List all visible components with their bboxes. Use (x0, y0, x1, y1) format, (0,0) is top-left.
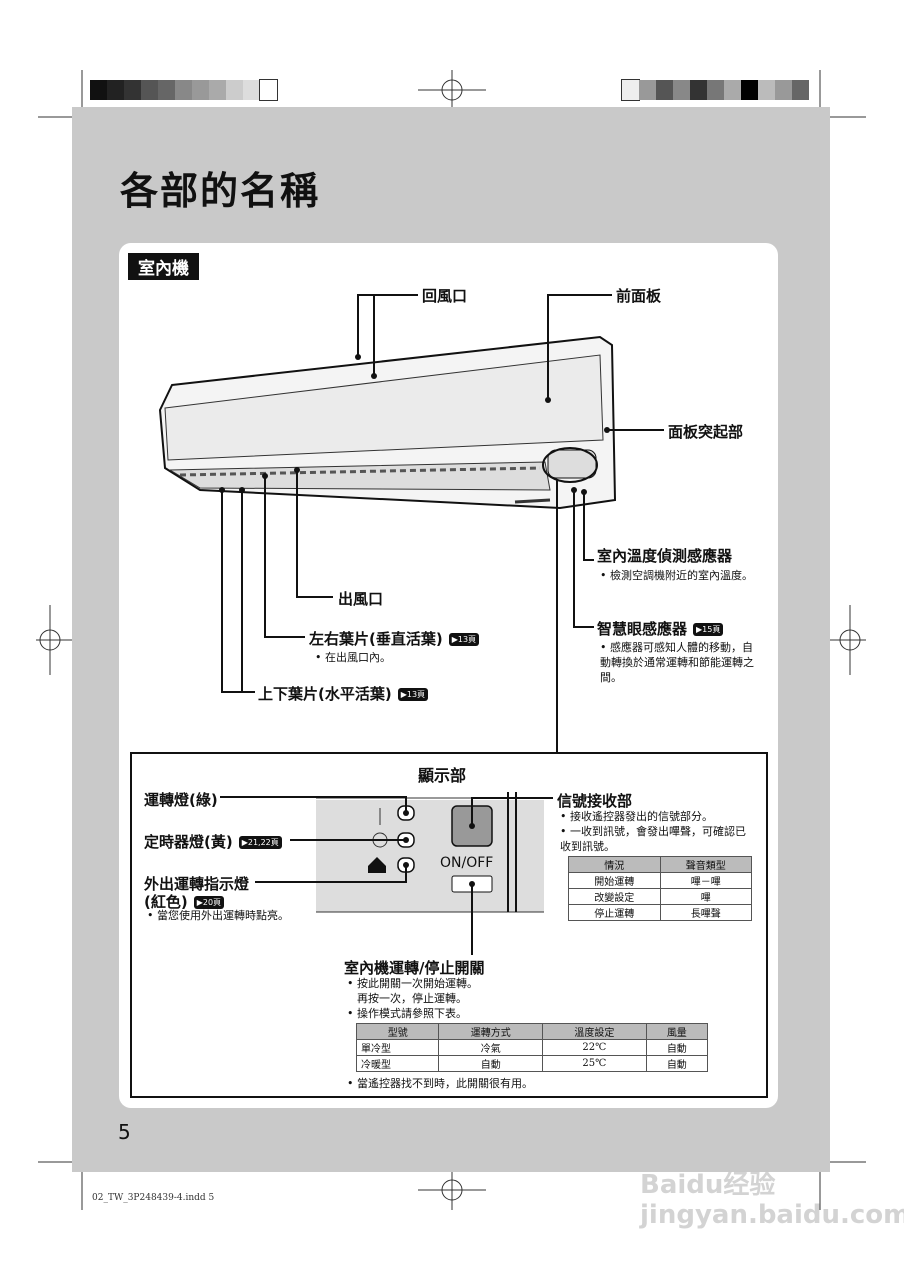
col-header: 風量 (645, 1023, 709, 1040)
footer-file: 02_TW_3P248439-4.indd 5 (92, 1193, 215, 1203)
color-bar-left (90, 79, 278, 104)
col-header: 型號 (355, 1023, 440, 1040)
operation-lamp-label: 運轉燈(綠) (144, 791, 218, 809)
receiver-notes: • 接收遙控器發出的信號部分。 • 一收到訊號，會發出嗶聲，可確認已收到訊號。 (560, 809, 755, 854)
away-lamp-text2: (紅色) (144, 893, 188, 911)
return-air-label: 回風口 (422, 287, 468, 305)
page-title: 各部的名稱 (120, 169, 321, 213)
page-ref-badge: ▶21,22頁 (238, 836, 282, 849)
ud-flap-text: 上下葉片(水平活葉) (258, 685, 392, 703)
cell: 自動 (645, 1055, 709, 1072)
smart-eye-note: • 感應器可感知人體的移動，自動轉換於通常運轉和節能運轉之間。 (600, 641, 754, 684)
switch-note: • 操作模式請參照下表。 (347, 1007, 467, 1020)
ud-flap-label: 上下葉片(水平活葉) ▶13頁 (258, 683, 429, 704)
temp-sensor-note: • 檢測空調機附近的室內溫度。 (600, 569, 753, 582)
watermark: Baidu经验 jingyan.baidu.com (640, 1170, 904, 1230)
col-header: 聲音類型 (659, 856, 752, 873)
receiver-note: • 一收到訊號，會發出嗶聲，可確認已收到訊號。 (560, 825, 746, 853)
col-header: 情況 (568, 856, 661, 873)
onoff-text: ON/OFF (440, 855, 494, 871)
table-row: 停止運轉長嗶聲 (568, 904, 752, 921)
cell: 改變設定 (568, 888, 661, 905)
display-title: 顯示部 (418, 766, 467, 785)
page-ref-badge: ▶13頁 (397, 688, 429, 701)
table-row: 開始運轉嗶－嗶 (568, 872, 752, 889)
outlet-label: 出風口 (338, 590, 384, 608)
receiver-label: 信號接收部 (557, 792, 633, 810)
table-row: 改變設定嗶 (568, 888, 752, 905)
section-label: 室內機 (128, 253, 199, 280)
temp-sensor-label: 室內溫度偵測感應器 (597, 547, 733, 565)
cell: 冷氣 (438, 1039, 544, 1056)
color-bar-right (621, 79, 809, 104)
cell: 長嗶聲 (659, 904, 752, 921)
smart-eye-label: 智慧眼感應器 ▶15頁 (597, 618, 724, 639)
panel-protrusion-label: 面板突起部 (668, 423, 744, 441)
away-lamp-label2: (紅色) ▶20頁 (144, 891, 225, 912)
away-lamp-note: • 當您使用外出運轉時點亮。 (147, 909, 289, 922)
switch-note: • 按此開關一次開始運轉。 (347, 977, 478, 990)
cell: 自動 (645, 1039, 709, 1056)
lr-louver-note: • 在出風口內。 (315, 651, 391, 664)
timer-lamp-label: 定時器燈(黃) ▶21,22頁 (144, 831, 282, 852)
switch-label: 室內機運轉/停止開關 (344, 959, 485, 977)
lr-louver-label: 左右葉片(垂直活葉) ▶13頁 (309, 628, 480, 649)
col-header: 溫度設定 (542, 1023, 647, 1040)
beep-table: 情況聲音類型 開始運轉嗶－嗶 改變設定嗶 停止運轉長嗶聲 (568, 856, 752, 921)
cell: 冷暖型 (355, 1055, 440, 1072)
cell: 開始運轉 (568, 872, 661, 889)
timer-lamp-text: 定時器燈(黃) (144, 833, 233, 851)
front-panel-label: 前面板 (616, 287, 662, 305)
receiver-note: • 接收遙控器發出的信號部分。 (560, 810, 713, 823)
cell: 25℃ (542, 1055, 647, 1072)
switch-note: 再按一次，停止運轉。 (357, 992, 467, 1005)
cell: 22℃ (542, 1039, 647, 1056)
switch-last-note: • 當遙控器找不到時，此開關很有用。 (347, 1077, 533, 1090)
cell: 嗶 (659, 888, 752, 905)
away-lamp-label: 外出運轉指示燈 (144, 875, 250, 893)
cell: 停止運轉 (568, 904, 661, 921)
page-ref-badge: ▶20頁 (193, 896, 225, 909)
cell: 單冷型 (355, 1039, 440, 1056)
page-ref-badge: ▶13頁 (448, 633, 480, 646)
lr-louver-text: 左右葉片(垂直活葉) (309, 630, 443, 648)
cell: 自動 (438, 1055, 544, 1072)
smart-eye-text: 智慧眼感應器 (597, 620, 688, 638)
col-header: 運轉方式 (438, 1023, 544, 1040)
cell: 嗶－嗶 (659, 872, 752, 889)
page-ref-badge: ▶15頁 (693, 623, 724, 636)
page-number: 5 (118, 1120, 131, 1144)
switch-notes: • 按此開關一次開始運轉。 再按一次，停止運轉。 • 操作模式請參照下表。 (347, 976, 478, 1021)
